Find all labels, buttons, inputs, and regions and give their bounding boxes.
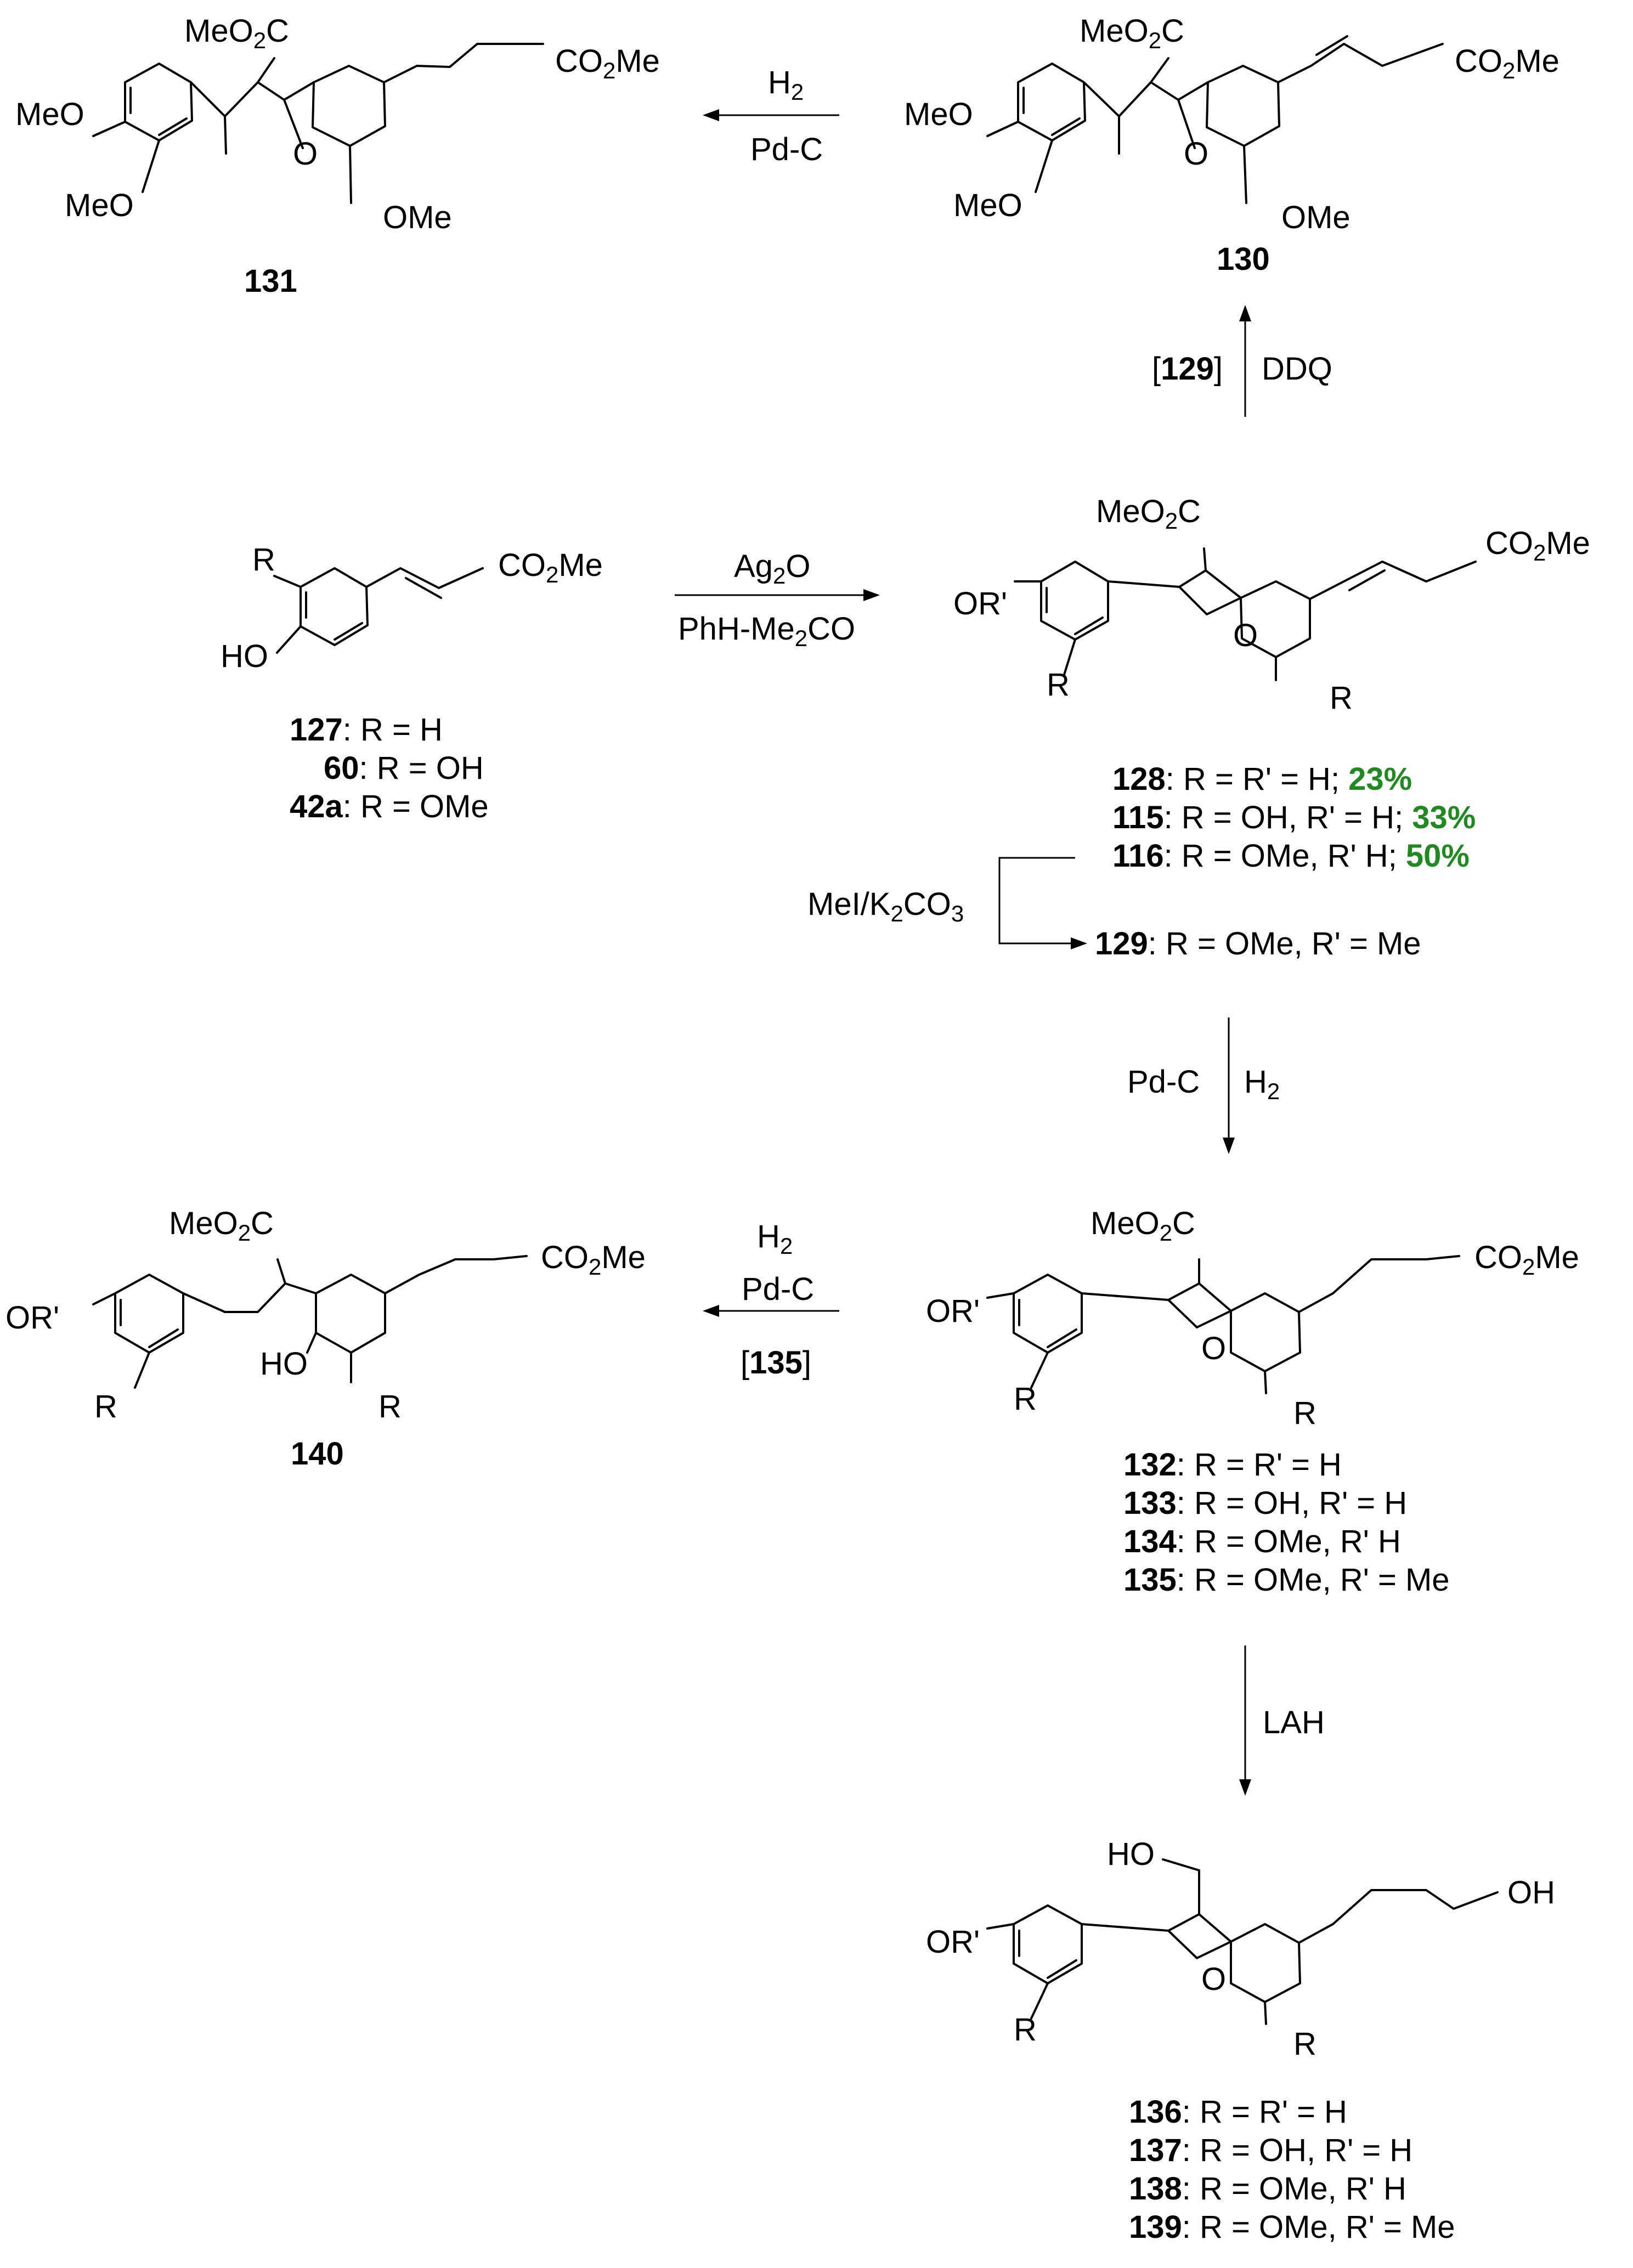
list-item: 137: R = OH, R' = H [1129,2133,1412,2168]
compound-131-structure: MeO2C CO2Me MeO MeO O OMe [15,13,660,235]
dihydrobenzofuran-128-structure: MeO2C CO2Me OR' O R R [953,494,1590,716]
atom-label: OH [1507,1875,1555,1910]
list-item: 138: R = OMe, R' H [1129,2171,1406,2207]
atom-label: CO2Me [1485,525,1590,565]
atom-label: OMe [1281,200,1351,235]
atom-label: MeO [953,188,1022,223]
atom-label: OR' [926,1924,980,1960]
atom-label: MeO2C [169,1206,274,1246]
atom-label: HO [1107,1836,1155,1872]
list-item: 115: R = OH, R' = H; 33% [1112,800,1476,835]
atom-label: O [1184,136,1208,172]
compound-140-structure: MeO2C CO2Me OR' HO R R [5,1206,646,1424]
starting-material-structure: R CO2Me HO [221,542,603,674]
list-item: 133: R = OH, R' = H [1123,1485,1407,1521]
reagent-bracket-129: [129] [1152,351,1223,387]
reagent-h2: H2 [768,65,804,105]
atom-label: HO [221,638,268,674]
atom-label: MeO [904,97,973,132]
reagent-ag2o: Ag2O [734,548,810,589]
atom-label: CO2Me [555,43,660,83]
reagent-mei: MeI/K2CO3 [807,886,964,926]
starting-material-list: 127: R = H 60: R = OH 42a: R = OMe [290,712,489,824]
reagent-bracket-135: [135] [741,1345,811,1381]
atom-label: R [252,542,275,578]
reagent-lah: LAH [1263,1705,1325,1740]
reaction-arrow-methylation: MeI/K2CO3 [807,857,1087,949]
atom-label: MeO [15,97,84,132]
diol-136-structure: HO OH OR' O R R [926,1836,1555,2062]
atom-label: R [94,1389,117,1424]
atom-label: MeO2C [184,13,289,53]
atom-label: CO2Me [1474,1240,1579,1280]
atom-label: R [1047,667,1070,703]
atom-label: MeO2C [1080,13,1184,53]
atom-label: R [1014,1381,1037,1417]
list-item: 127: R = H [290,712,443,748]
reaction-arrow-ag2o: Ag2O PhH-Me2CO [675,548,880,651]
reagent-ddq: DDQ [1262,351,1332,387]
list-item: 139: R = OMe, R' = Me [1129,2209,1455,2245]
product-list-136: 136: R = R' = H 137: R = OH, R' = H 138:… [1129,2094,1455,2245]
list-item: 135: R = OMe, R' = Me [1123,1562,1450,1598]
atom-label: O [1201,1961,1226,1997]
atom-label: MeO2C [1096,494,1201,534]
reaction-arrow-hydrogenolysis: H2 Pd-C [135] [703,1219,839,1381]
atom-label: OR' [953,586,1007,621]
reagent-h2: H2 [1244,1064,1280,1104]
reaction-arrow-hydrogenation-top: H2 Pd-C [703,65,839,167]
list-item: 136: R = R' = H [1129,2094,1347,2130]
compound-number-130: 130 [1217,241,1270,277]
atom-label: MeO [65,188,134,223]
reagent-pd-c: Pd-C [1127,1064,1200,1100]
list-item: 116: R = OMe, R' H; 50% [1112,838,1470,874]
compound-number-131: 131 [244,263,297,299]
reagent-pd-c: Pd-C [750,132,823,167]
reaction-arrow-pdc-h2: Pd-C H2 [1127,1017,1280,1154]
atom-label: R [1293,2026,1316,2062]
atom-label: HO [260,1346,308,1382]
compound-130-structure: MeO2C CO2Me MeO MeO O OMe [904,13,1559,235]
reaction-arrow-ddq: [129] DDQ [1152,305,1332,417]
list-item: 60: R = OH [324,750,484,786]
atom-label: OR' [5,1300,59,1336]
atom-label: CO2Me [498,547,603,587]
atom-label: O [1201,1331,1226,1366]
product-list-132: 132: R = R' = H 133: R = OH, R' = H 134:… [1123,1447,1450,1598]
atom-label: MeO2C [1090,1206,1195,1246]
atom-label: CO2Me [541,1240,646,1280]
list-item: 134: R = OMe, R' H [1123,1524,1401,1559]
atom-label: O [293,136,318,172]
compound-number-140: 140 [291,1436,344,1472]
reagent-solvent: PhH-Me2CO [678,611,855,651]
compound-129-label: 129: R = OMe, R' = Me [1095,926,1421,962]
atom-label: R [1014,2012,1037,2048]
atom-label: R [1293,1395,1316,1431]
list-item: 42a: R = OMe [290,789,489,824]
list-item: 128: R = R' = H; 23% [1112,761,1412,797]
atom-label: O [1233,618,1258,653]
atom-label: OMe [383,200,452,235]
reaction-arrow-lah: LAH [1239,1645,1325,1796]
atom-label: CO2Me [1455,43,1559,83]
atom-label: OR' [926,1293,980,1329]
product-list-128: 128: R = R' = H; 23% 115: R = OH, R' = H… [1112,761,1476,874]
reagent-h2: H2 [757,1219,793,1259]
atom-label: R [1330,680,1353,716]
reagent-pd-c: Pd-C [742,1271,814,1307]
atom-label: R [378,1389,402,1424]
saturated-ester-132-structure: MeO2C CO2Me OR' O R R [926,1206,1579,1431]
list-item: 132: R = R' = H [1123,1447,1342,1483]
